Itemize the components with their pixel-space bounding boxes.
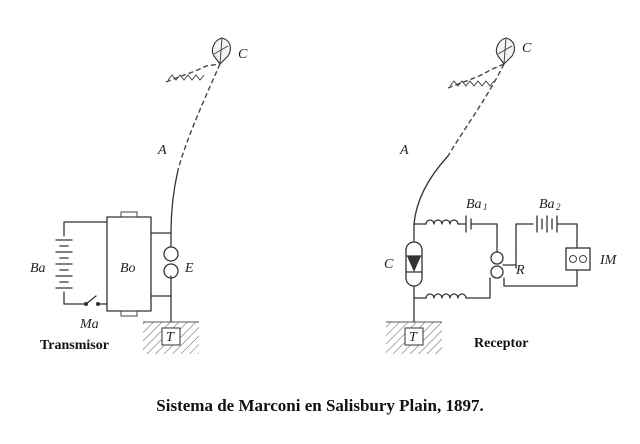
- receiver-kite: [447, 37, 515, 89]
- transmitter-ground: [143, 321, 199, 354]
- spark-gap-label: E: [184, 261, 194, 276]
- relay-label: R: [515, 263, 525, 278]
- transmitter-title: Transmisor: [40, 338, 109, 353]
- induction-coil-label: Bo: [120, 261, 136, 276]
- transmitter-ground-label: T: [166, 330, 175, 345]
- receiver-title: Receptor: [474, 336, 528, 351]
- coherer: [405, 241, 423, 287]
- transmitter-antenna-label: A: [157, 143, 167, 158]
- receiver-lower-choke-coil: [425, 293, 467, 299]
- relay: [490, 249, 517, 279]
- receiver-upper-choke-coil: [425, 219, 459, 225]
- receiver-battery-1-label: Ba: [466, 197, 482, 212]
- receiver-battery-2-subscript: 2: [556, 202, 561, 212]
- receiver-antenna-wire: [413, 155, 449, 225]
- spark-gap-lower-ball: [163, 263, 179, 279]
- receiver-antenna-label: A: [399, 143, 409, 158]
- transmitter-kite-label: C: [238, 47, 248, 62]
- coherer-label: C: [384, 257, 394, 272]
- spark-gap-upper-ball: [163, 246, 179, 262]
- transmitter-antenna-dashed: [177, 63, 221, 171]
- transmitter-kite: [165, 37, 231, 83]
- figure-caption: Sistema de Marconi en Salisbury Plain, 1…: [156, 396, 484, 415]
- morse-printer: [565, 247, 591, 271]
- receiver-antenna-dashed: [447, 63, 505, 157]
- receiver-ground: [386, 321, 442, 354]
- printer-label: IM: [599, 253, 618, 268]
- receiver-kite-label: C: [522, 41, 532, 56]
- transmitter-battery-label: Ba: [30, 261, 46, 276]
- transmitter-battery: [55, 239, 73, 289]
- receiver-battery-1-subscript: 1: [483, 202, 488, 212]
- receiver-battery-2-label: Ba: [539, 197, 555, 212]
- receiver-circuit: C A C Ba 1: [384, 37, 618, 354]
- transmitter-antenna-wire: [170, 169, 179, 233]
- receiver-ground-label: T: [409, 330, 418, 345]
- morse-key-label: Ma: [79, 317, 99, 332]
- receiver-battery-1: [465, 215, 472, 233]
- transmitter-circuit: C A E Bo Ba: [30, 37, 248, 354]
- receiver-battery-2: [536, 215, 558, 233]
